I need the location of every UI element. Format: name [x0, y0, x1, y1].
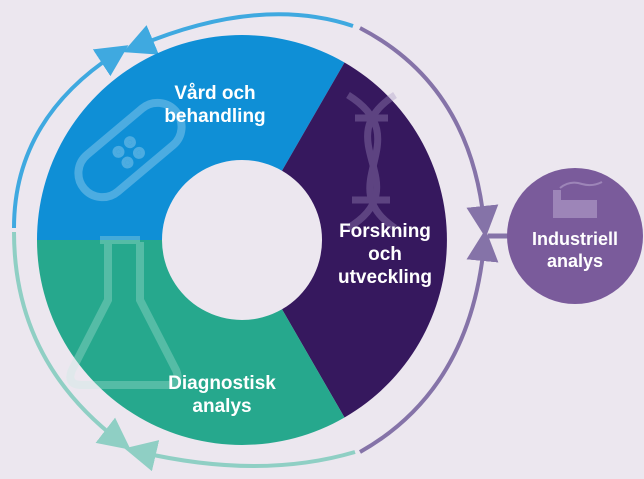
industry-node [507, 168, 643, 304]
label-industry-line1: Industriell [531, 229, 618, 249]
factory-icon [553, 181, 603, 218]
segment-diagnostisk [37, 240, 345, 445]
arrow-bottom [124, 440, 356, 472]
arrow-left-up [12, 45, 129, 229]
label-industry: Industriell analys [515, 228, 635, 272]
label-vard-line1: Vård och [174, 83, 256, 104]
label-forskning: Forskning och utveckling [323, 220, 447, 289]
label-vard: Vård och behandling [155, 82, 275, 128]
label-diagnostisk-line2: analys [192, 396, 252, 417]
flask-icon [66, 236, 182, 389]
segment-forskning [282, 62, 447, 418]
dna-icon [346, 92, 397, 232]
label-forskning-line2: och [368, 244, 402, 265]
label-industry-line2: analys [546, 251, 604, 271]
arrow-left-down [12, 231, 131, 450]
label-forskning-line3: utveckling [338, 267, 432, 288]
cycle-arrows [12, 12, 508, 472]
label-forskning-line1: Forskning [339, 221, 431, 242]
segment-vard [37, 35, 345, 240]
label-diagnostisk: Diagnostisk analys [155, 372, 289, 418]
label-diagnostisk-line1: Diagnostisk [168, 373, 276, 394]
arrow-right-up [359, 229, 499, 454]
label-vard-line2: behandling [164, 106, 266, 127]
ring [37, 35, 447, 445]
arrow-right-down [359, 26, 499, 238]
arrow-top [123, 12, 354, 55]
